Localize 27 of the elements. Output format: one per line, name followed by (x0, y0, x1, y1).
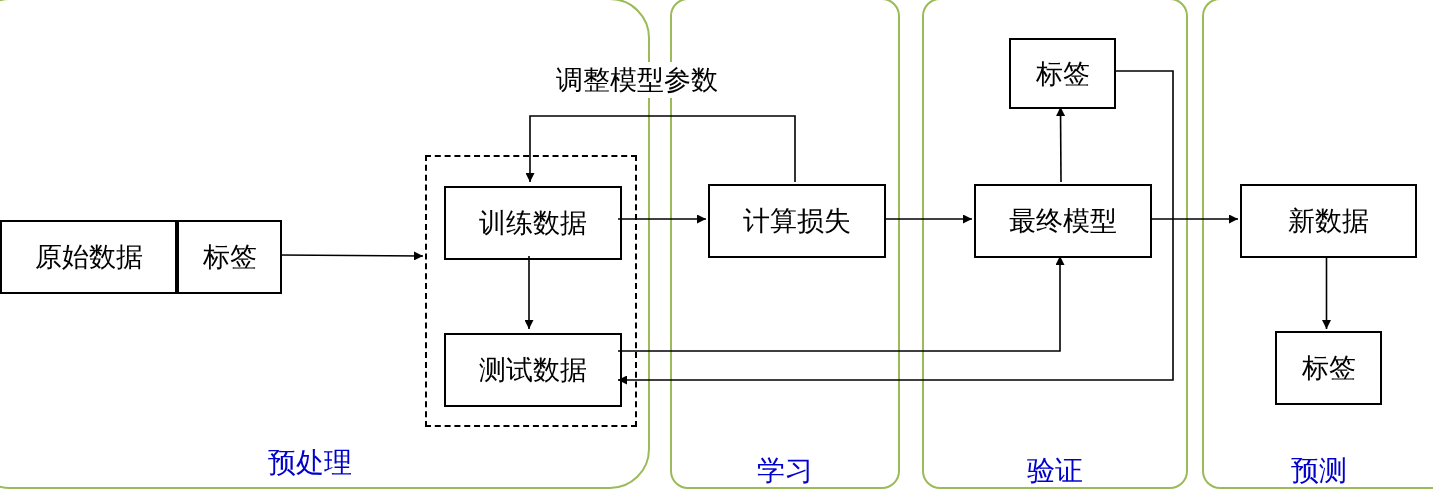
stage-title: 预处理 (267, 445, 353, 481)
arrow (617, 214, 707, 224)
stage-title: 学习 (756, 453, 814, 489)
arrow (617, 70, 1174, 385)
process-box: 原始数据 (0, 220, 177, 294)
arrow (617, 255, 1065, 352)
arrow (883, 214, 973, 224)
stage-panel (1202, 0, 1433, 489)
process-box: 新数据 (1240, 184, 1417, 258)
process-box: 标签 (1009, 38, 1116, 109)
arrow (524, 255, 534, 330)
arrow (1322, 255, 1331, 330)
process-box: 标签 (177, 220, 282, 294)
dashed-group-box (425, 155, 637, 427)
stage-panel (922, 0, 1188, 489)
arrow (525, 115, 796, 183)
edge-label: 调整模型参数 (556, 62, 718, 98)
arrow (279, 251, 424, 261)
process-box: 测试数据 (444, 333, 622, 407)
stage-title: 验证 (1026, 453, 1084, 489)
process-box: 训练数据 (444, 186, 622, 260)
arrow (1149, 214, 1239, 224)
process-box: 最终模型 (974, 184, 1152, 258)
process-box: 标签 (1275, 331, 1382, 405)
stage-title: 预测 (1289, 453, 1348, 489)
process-box: 计算损失 (708, 184, 886, 258)
arrow (1056, 106, 1066, 183)
